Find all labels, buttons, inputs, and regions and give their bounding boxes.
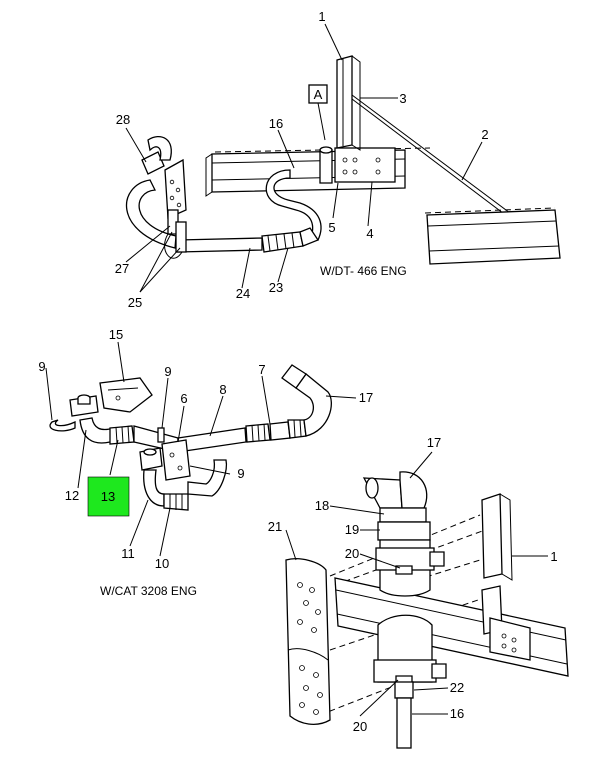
callout-9-left: 9 — [38, 359, 45, 374]
callout-17-low: 17 — [427, 435, 441, 450]
callout-labels: 1 3 2 28 16 5 4 27 25 24 23 W/DT- 466 EN… — [38, 9, 557, 734]
callout-28: 28 — [116, 112, 130, 127]
vertical-post-lower — [481, 493, 531, 661]
callout-22: 22 — [450, 680, 464, 695]
callout-25: 25 — [128, 295, 142, 310]
callout-24: 24 — [236, 286, 250, 301]
collar-18-19 — [377, 507, 431, 541]
pipe-11-10 — [143, 459, 228, 511]
elbow-28 — [125, 136, 177, 249]
callout-5: 5 — [328, 220, 335, 235]
caption-dt466: W/DT- 466 ENG — [320, 264, 407, 278]
callout-17-mid: 17 — [359, 390, 373, 405]
callout-20-low: 20 — [353, 719, 367, 734]
callout-27: 27 — [115, 261, 129, 276]
heat-shield-21 — [285, 558, 331, 726]
callout-3: 3 — [399, 91, 406, 106]
clamp-9-left — [49, 419, 76, 432]
callout-13-highlight — [87, 476, 130, 517]
leader-lines — [45, 23, 548, 717]
lower-assembly — [285, 471, 569, 749]
callout-8: 8 — [219, 382, 226, 397]
callout-2: 2 — [481, 127, 488, 142]
middle-assembly — [49, 364, 332, 511]
heat-shield-top — [164, 158, 187, 219]
frame-rail-lower — [334, 577, 569, 677]
clamps-25 — [164, 209, 187, 259]
pipe-24 — [177, 227, 319, 253]
callout-9-right: 9 — [237, 466, 244, 481]
callout-1-low: 1 — [550, 549, 557, 564]
muffler-upper — [375, 539, 445, 597]
bracket-15 — [99, 377, 153, 413]
top-assembly — [125, 55, 561, 265]
caption-cat3208: W/CAT 3208 ENG — [100, 584, 197, 598]
tail-pipe — [394, 681, 414, 749]
callout-20-top: 20 — [345, 546, 359, 561]
pipe-16-upper — [265, 146, 333, 241]
callout-18: 18 — [315, 498, 329, 513]
callout-15: 15 — [109, 327, 123, 342]
callout-12: 12 — [65, 488, 79, 503]
elbow-17 — [362, 471, 428, 509]
vertical-post — [336, 55, 361, 151]
callout-16-low: 16 — [450, 706, 464, 721]
callout-9-mid: 9 — [164, 364, 171, 379]
clamp-9-mid — [157, 427, 165, 443]
view-ref-A: A — [308, 84, 328, 141]
pipe-8-7 — [177, 364, 332, 453]
pipe-12 — [79, 417, 179, 453]
frame-rail-upper — [205, 147, 431, 197]
muffler-lower — [373, 614, 447, 685]
frame-rail-right — [424, 207, 561, 265]
mount-bracket — [334, 147, 396, 183]
callout-10: 10 — [155, 556, 169, 571]
flange-left — [69, 394, 99, 417]
callout-7: 7 — [258, 362, 265, 377]
callout-16-top: 16 — [269, 116, 283, 131]
callout-13: 13 — [101, 489, 115, 504]
callout-4: 4 — [366, 226, 373, 241]
label-A: A — [314, 87, 323, 102]
callout-11: 11 — [121, 546, 135, 561]
callout-6: 6 — [180, 391, 187, 406]
callout-21: 21 — [268, 519, 282, 534]
callout-23: 23 — [269, 280, 283, 295]
callout-19: 19 — [345, 522, 359, 537]
callout-1-top: 1 — [318, 9, 325, 24]
bracket-6 — [139, 439, 191, 481]
